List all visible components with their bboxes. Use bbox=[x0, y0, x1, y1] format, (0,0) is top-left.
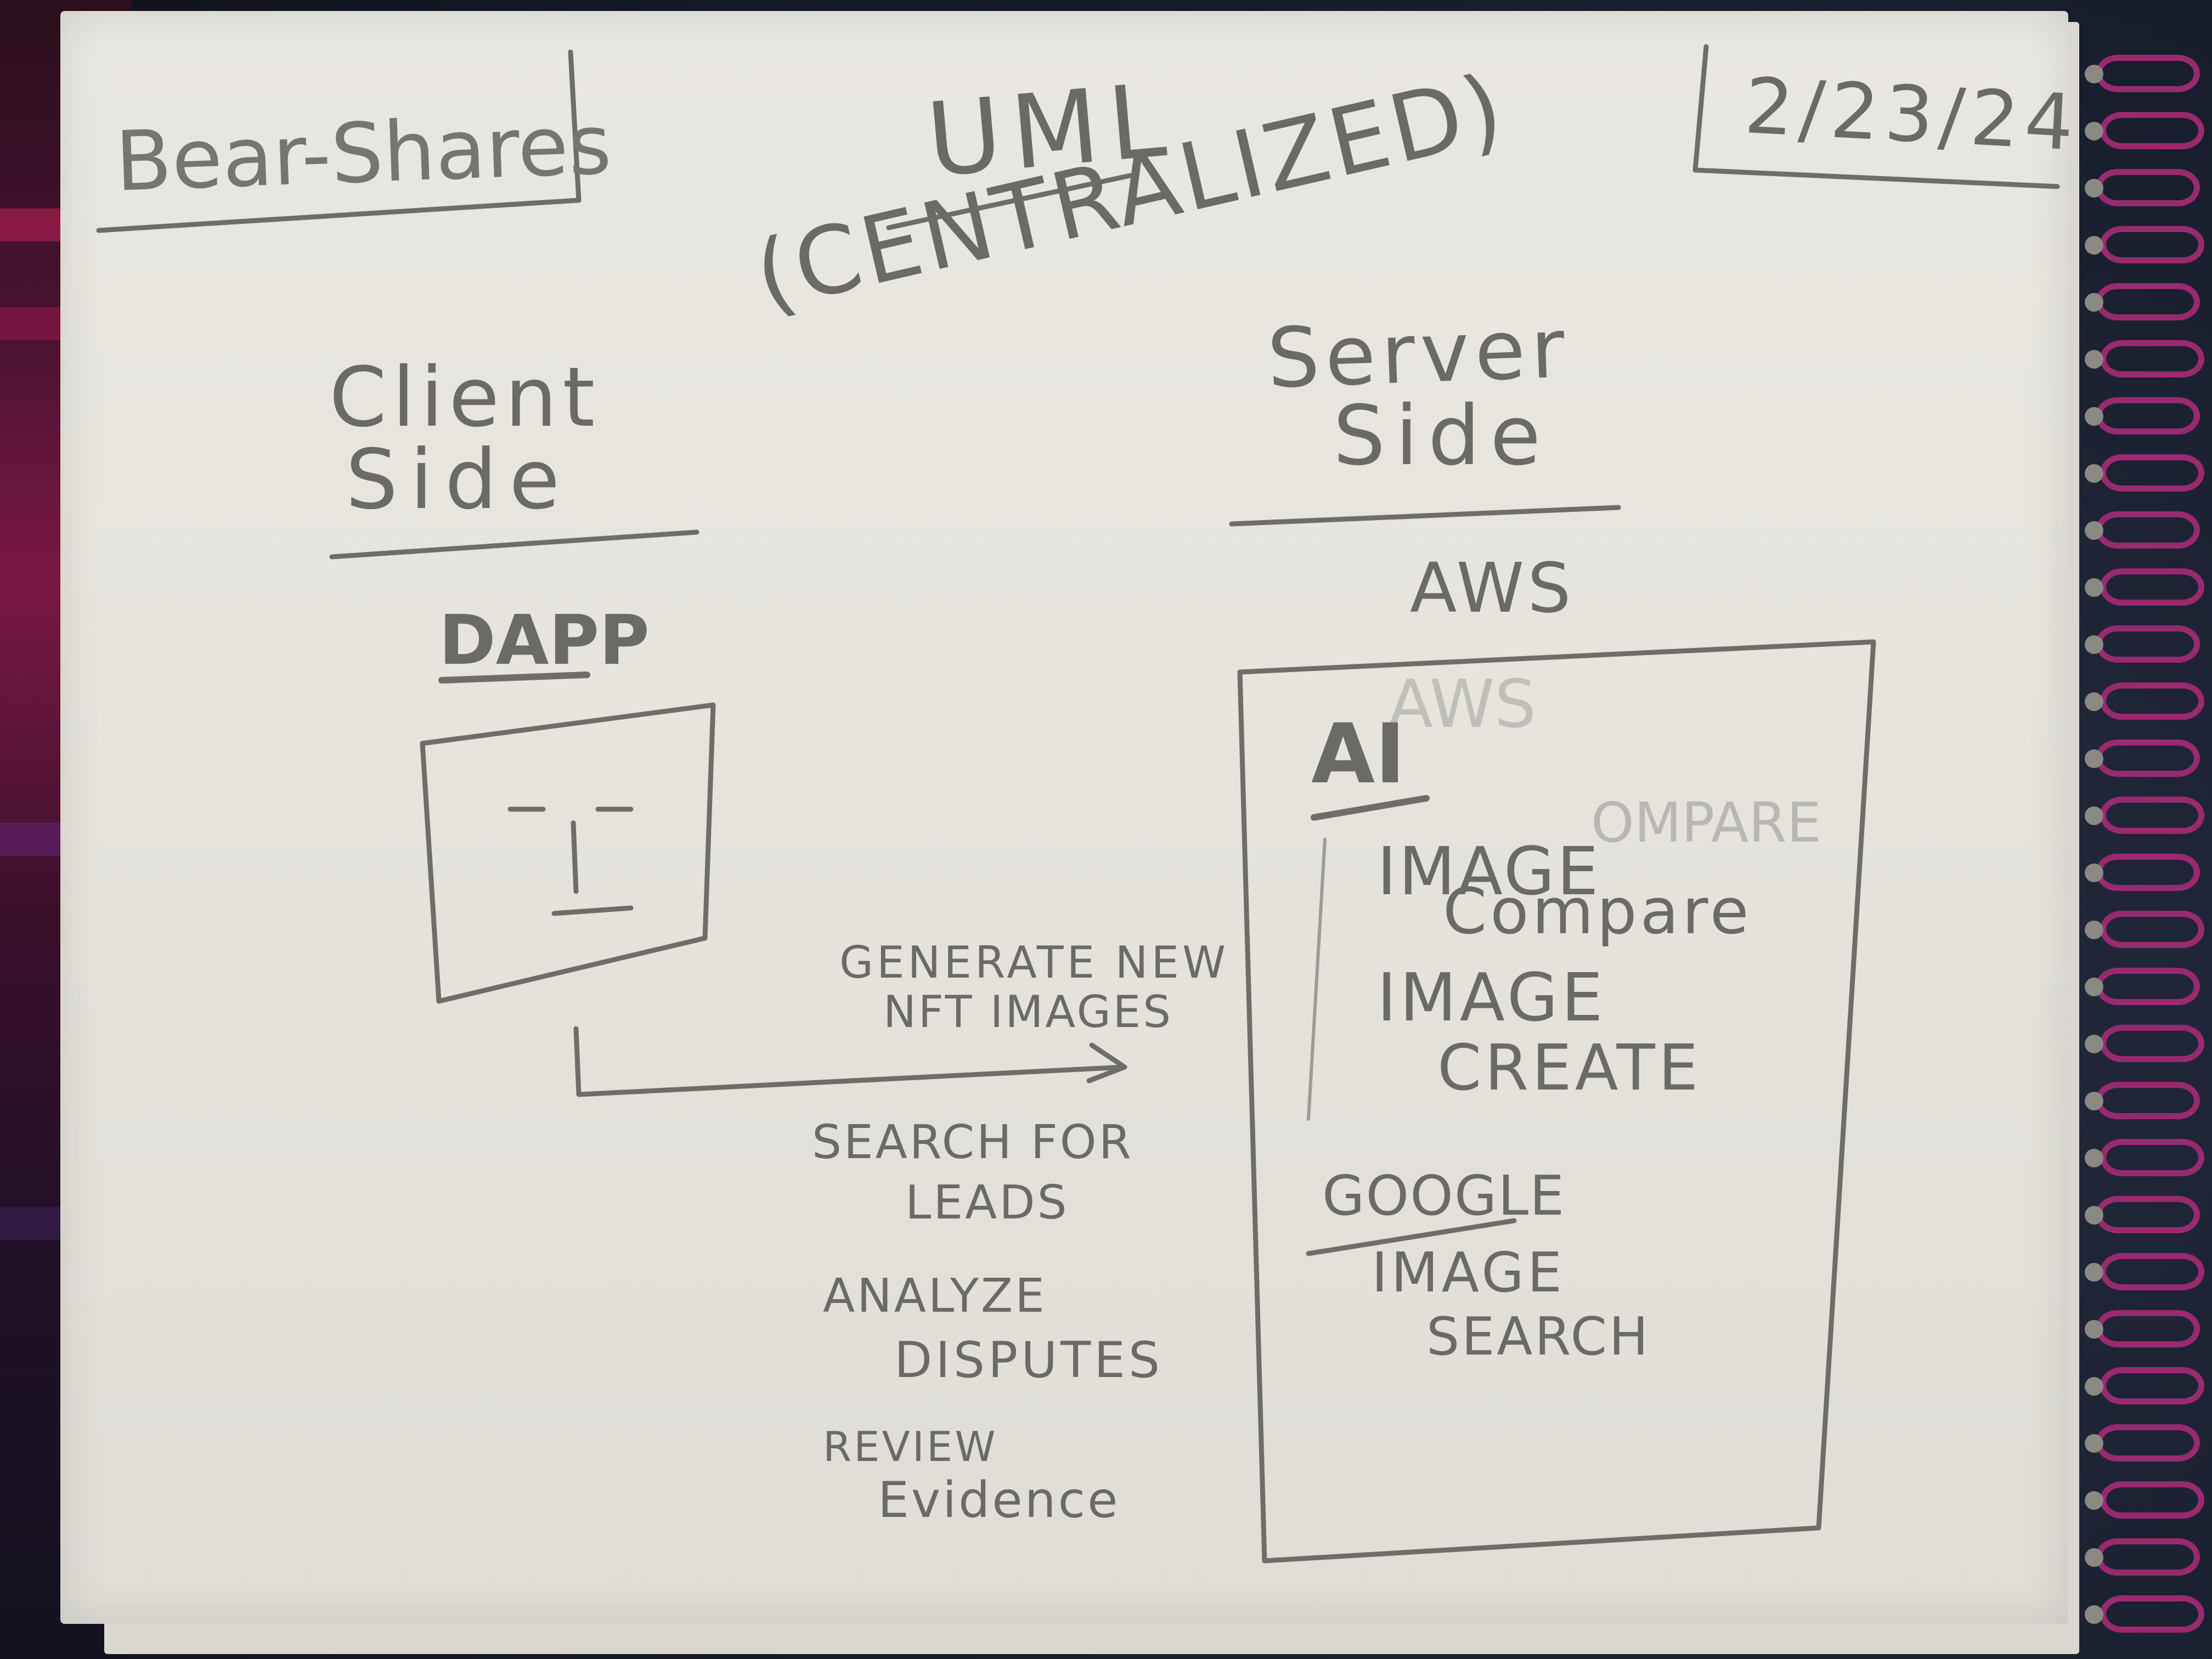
action-1-line2: LEADS bbox=[905, 1176, 1069, 1230]
binding-hole bbox=[2085, 1206, 2103, 1224]
action-1-line1: SEARCH FOR bbox=[812, 1115, 1133, 1170]
client-underline bbox=[329, 529, 699, 560]
binding-hole bbox=[2085, 1263, 2103, 1282]
google-label: GOOGLE bbox=[1322, 1164, 1566, 1228]
aws-faint-label: AWS bbox=[1388, 667, 1537, 743]
ai-item-2-line2: CREATE bbox=[1437, 1031, 1702, 1105]
screen-face-nose bbox=[571, 820, 579, 894]
binding-hole bbox=[2085, 635, 2103, 654]
binding-hole bbox=[2085, 921, 2103, 939]
dapp-underline bbox=[438, 672, 590, 684]
project-label: Bear-Shares bbox=[114, 97, 613, 210]
binding-hole bbox=[2085, 407, 2103, 426]
binding-hole bbox=[2085, 864, 2103, 882]
binding-hole bbox=[2085, 1320, 2103, 1339]
arrow-label-line2: NFT IMAGES bbox=[883, 986, 1173, 1037]
binding-hole bbox=[2085, 806, 2103, 825]
binding-hole bbox=[2085, 350, 2103, 369]
title-underline bbox=[886, 173, 1133, 230]
dapp-to-server-arrow bbox=[573, 1026, 1127, 1097]
binding-hole bbox=[2085, 122, 2103, 140]
ai-underline bbox=[1311, 795, 1430, 821]
date-box bbox=[1692, 44, 2060, 189]
ai-item-1-line1: IMAGE bbox=[1377, 834, 1601, 910]
binding-hole bbox=[2085, 1035, 2103, 1053]
date-label: 2/23/24 bbox=[1742, 61, 2081, 168]
action-3-line2: Evidence bbox=[878, 1471, 1120, 1529]
server-underline bbox=[1229, 505, 1621, 527]
dapp-label: DAPP bbox=[439, 601, 650, 680]
google-item-1-line2: SEARCH bbox=[1426, 1307, 1651, 1367]
binding-hole bbox=[2085, 749, 2103, 768]
binding-hole bbox=[2085, 236, 2103, 255]
binding-hole bbox=[2085, 464, 2103, 483]
client-heading-line2: Side bbox=[346, 432, 572, 528]
dapp-screen-box bbox=[420, 702, 716, 1004]
binding-hole bbox=[2085, 1605, 2103, 1624]
project-label-box bbox=[96, 49, 582, 233]
ai-item-1-line2: Compare bbox=[1443, 875, 1752, 949]
google-item-1-line1: IMAGE bbox=[1372, 1240, 1566, 1305]
aws-platform-label: AWS bbox=[1410, 549, 1575, 628]
arrow-label-line1: GENERATE NEW bbox=[839, 937, 1229, 988]
ai-label: AI bbox=[1311, 707, 1406, 802]
action-2-line1: ANALYZE bbox=[823, 1269, 1047, 1323]
binding-hole bbox=[2085, 1491, 2103, 1510]
screen-face-mouth bbox=[551, 905, 634, 916]
binding-hole bbox=[2085, 1548, 2103, 1567]
binding-hole bbox=[2085, 1434, 2103, 1453]
binding-hole bbox=[2085, 692, 2103, 711]
binding-hole bbox=[2085, 1377, 2103, 1396]
binding-hole bbox=[2085, 65, 2103, 83]
ai-bracket bbox=[1307, 838, 1327, 1121]
aws-server-box bbox=[1237, 639, 1876, 1564]
action-2-line2: DISPUTES bbox=[894, 1331, 1164, 1389]
client-heading-line1: Client bbox=[329, 350, 601, 445]
spiral-binding bbox=[2096, 33, 2212, 1635]
sketch-page bbox=[60, 11, 2068, 1624]
binding-hole bbox=[2085, 578, 2103, 597]
ai-item-2-line1: IMAGE bbox=[1377, 960, 1606, 1036]
binding-hole bbox=[2085, 179, 2103, 198]
faint-overlap-text: OMPARE bbox=[1591, 791, 1821, 855]
binding-hole bbox=[2085, 978, 2103, 996]
action-3-line1: REVIEW bbox=[823, 1423, 998, 1471]
binding-hole bbox=[2085, 293, 2103, 312]
google-underline bbox=[1306, 1218, 1517, 1256]
binding-hole bbox=[2085, 521, 2103, 540]
binding-hole bbox=[2085, 1149, 2103, 1167]
server-heading-line1: Server bbox=[1266, 301, 1572, 407]
binding-hole bbox=[2085, 1092, 2103, 1110]
server-heading-line2: Side bbox=[1333, 388, 1551, 484]
